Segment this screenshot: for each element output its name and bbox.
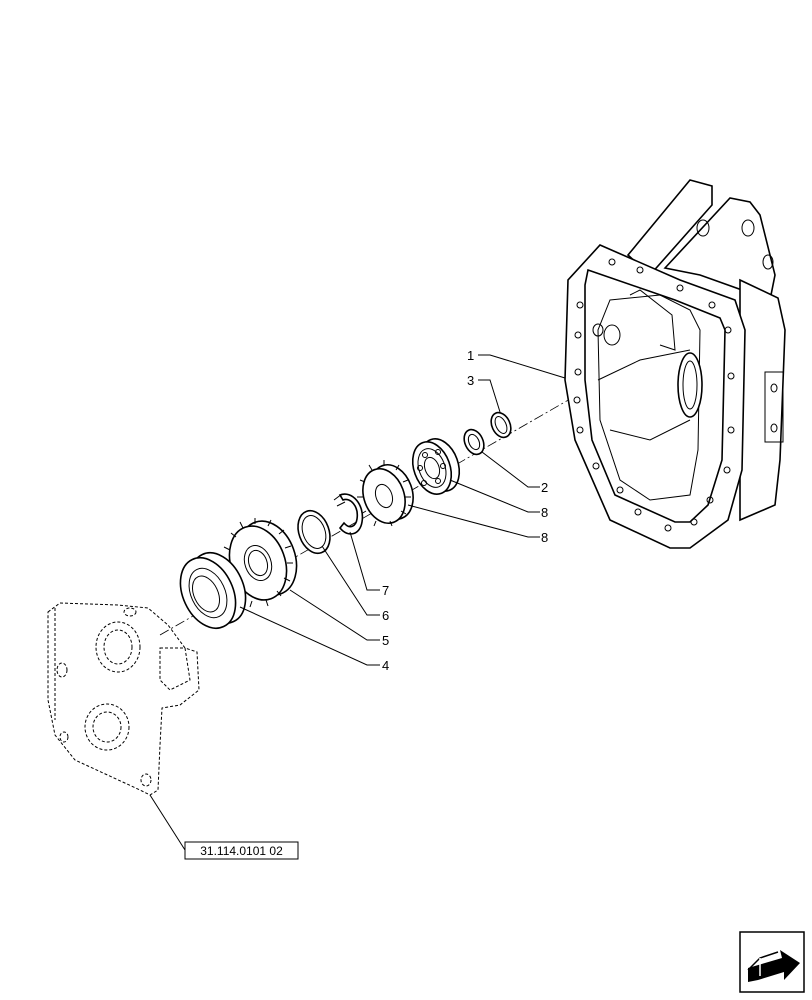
- callout-4: 4: [382, 658, 389, 673]
- callout-5: 5: [382, 633, 389, 648]
- reference-link-box[interactable]: 31.114.0101 02: [184, 841, 299, 860]
- reference-housing-dashed: [47, 602, 200, 796]
- callout-3: 3: [467, 373, 474, 388]
- callout-2: 2: [541, 480, 548, 495]
- snap-ring-part-3: [490, 411, 512, 439]
- callout-8-bearing: 8: [541, 505, 548, 520]
- small-gear-part-8: [357, 460, 414, 527]
- seal-part-4: [179, 552, 247, 629]
- callout-1: 1: [467, 348, 474, 363]
- ball-bearing-part-8: [411, 438, 461, 495]
- ring-part-2: [463, 428, 485, 456]
- reference-number: 31.114.0101 02: [200, 844, 283, 858]
- circlip-part-7: [333, 493, 364, 535]
- callout-6: 6: [382, 608, 389, 623]
- leader-lines: [149, 354, 566, 851]
- next-page-arrow-icon[interactable]: [739, 931, 805, 993]
- callout-7: 7: [382, 583, 389, 598]
- large-gear-part-5: [222, 518, 298, 608]
- callout-8-gear: 8: [541, 530, 548, 545]
- thrust-ring-part-6: [297, 509, 331, 555]
- gearbox-housing: [564, 179, 786, 549]
